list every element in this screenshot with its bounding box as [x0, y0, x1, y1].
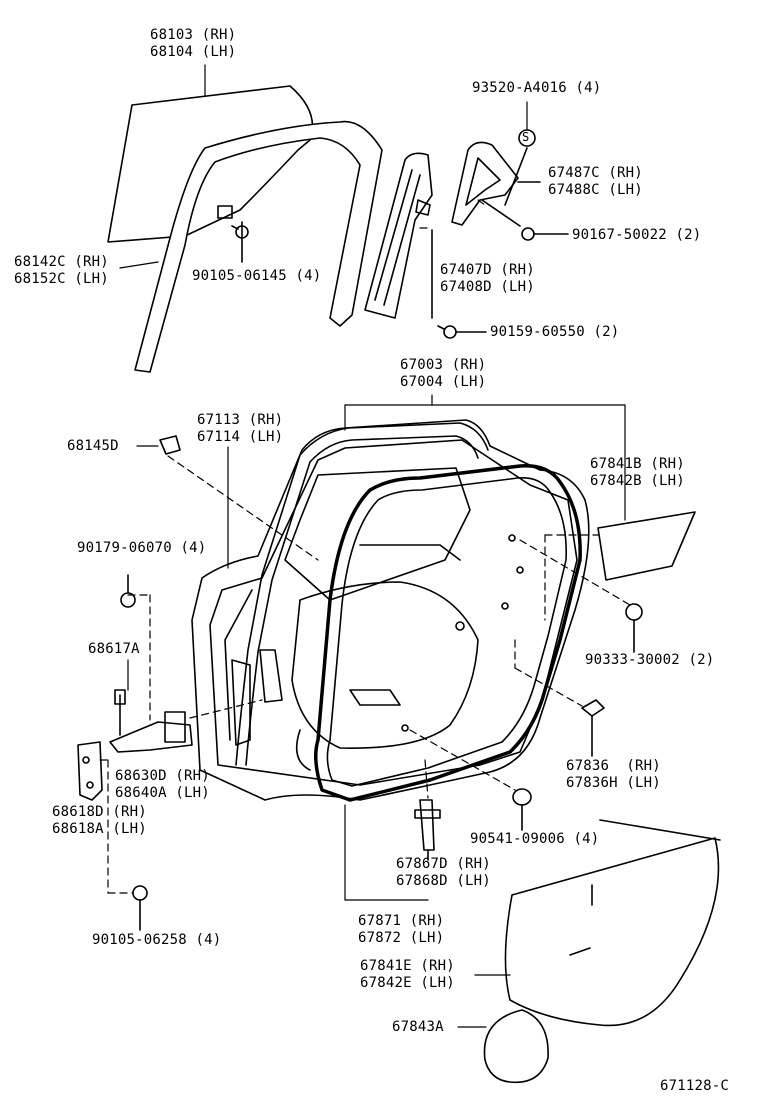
label-service-cover-lower-lh: 67842E (LH) — [360, 975, 455, 991]
label-door-panel: 67003 (RH) 67004 (LH) — [400, 357, 486, 391]
label-quarter-frame: 67487C (RH) 67488C (LH) — [548, 165, 643, 199]
label-run-channel-lh: 68152C (LH) — [14, 271, 109, 287]
label-service-cover-lower: 67841E (RH) 67842E (LH) — [360, 958, 455, 992]
label-service-cover-lower-rh: 67841E (RH) — [360, 958, 455, 974]
label-check-pin: 68617A — [88, 641, 140, 657]
division-bolt-drawing — [431, 229, 487, 339]
label-stopper-cushion: 68145D — [67, 438, 119, 454]
label-division-bolt: 90159-60550 (2) — [490, 324, 620, 340]
label-division-bar-rh: 67407D (RH) — [440, 262, 535, 278]
label-grommet-lh: 67836H (LH) — [566, 775, 661, 791]
label-grommet-rh: 67836 (RH) — [566, 758, 661, 774]
label-division-bar-lh: 67408D (LH) — [440, 279, 535, 295]
division-bar-drawing — [364, 152, 433, 319]
label-quarter-frame-rh: 67487C (RH) — [548, 165, 643, 181]
cover-pad-drawing — [483, 1009, 549, 1084]
label-door-panel-rh: 67003 (RH) — [400, 357, 487, 373]
label-window-glass-rh: 68103 (RH) — [150, 27, 237, 43]
door-hinge-drawing — [77, 741, 103, 801]
label-door-inner-seal: 67113 (RH) 67114 (LH) — [197, 412, 283, 446]
label-door-inner-seal-lh: 67114 (LH) — [197, 429, 284, 445]
figure-code: 671128-C — [660, 1078, 730, 1094]
label-screw-s: 93520-A4016 (4) — [472, 80, 602, 96]
label-door-hinge-lh: 68618A (LH) — [52, 821, 147, 837]
label-door-check-rh: 68630D (RH) — [115, 768, 210, 784]
door-panel-drawing — [191, 419, 590, 801]
label-weatherstrip: 67871 (RH) 67872 (LH) — [358, 913, 444, 947]
label-weatherstrip-rh: 67871 (RH) — [358, 913, 445, 929]
dashed-lines — [99, 199, 631, 894]
label-hinge-bolt-upper: 90179-06070 (4) — [77, 540, 207, 556]
label-grommet: 67836 (RH) 67836H (LH) — [566, 758, 661, 792]
label-quarter-frame-lh: 67488C (LH) — [548, 182, 643, 198]
weatherstrip-clip-drawing — [414, 799, 441, 861]
label-door-check-lh: 68640A (LH) — [115, 785, 210, 801]
label-quarter-bolt: 90167-50022 (2) — [572, 227, 702, 243]
screw-s-symbol: S — [522, 130, 530, 144]
label-weatherstrip-clip: 67867D (RH) 67868D (LH) — [396, 856, 491, 890]
label-window-glass-lh: 68104 (LH) — [150, 44, 237, 60]
plug-drawing — [625, 603, 643, 653]
label-glass-bolt: 90105-06145 (4) — [192, 268, 322, 284]
door-inner-seal-drawing — [235, 422, 489, 766]
label-weatherstrip-clip-lh: 67868D (LH) — [396, 873, 491, 889]
grommet-drawing — [581, 699, 605, 757]
leader-lines — [119, 64, 626, 1028]
weatherstrip-drawing — [314, 464, 582, 802]
label-plug: 90333-30002 (2) — [585, 652, 715, 668]
hinge-bolt-lower-drawing — [132, 885, 148, 931]
service-cover-upper-drawing — [597, 511, 696, 581]
label-plug-hole: 90541-09006 (4) — [470, 831, 600, 847]
label-weatherstrip-clip-rh: 67867D (RH) — [396, 856, 491, 872]
label-service-cover-upper-lh: 67842B (LH) — [590, 473, 685, 489]
label-hinge-bolt-lower: 90105-06258 (4) — [92, 932, 222, 948]
label-door-inner-seal-rh: 67113 (RH) — [197, 412, 284, 428]
service-cover-lower-drawing — [504, 819, 721, 1027]
label-window-glass: 68103 (RH) 68104 (LH) — [150, 27, 236, 61]
quarter-bolt-drawing — [481, 199, 569, 241]
label-service-cover-upper-rh: 67841B (RH) — [590, 456, 685, 472]
label-door-hinge-rh: 68618D (RH) — [52, 804, 147, 820]
hinge-bolt-upper-drawing — [120, 574, 136, 608]
label-division-bar: 67407D (RH) 67408D (LH) — [440, 262, 535, 296]
label-service-cover-upper: 67841B (RH) 67842B (LH) — [590, 456, 685, 490]
label-run-channel: 68142C (RH) 68152C (LH) — [14, 254, 109, 288]
label-door-panel-lh: 67004 (LH) — [400, 374, 487, 390]
stopper-cushion-drawing — [159, 435, 181, 455]
glass-bolt-drawing — [231, 221, 249, 263]
label-cover-pad: 67843A — [392, 1019, 444, 1035]
quarter-frame-drawing — [451, 129, 541, 226]
label-door-check: 68630D (RH) 68640A (LH) — [115, 768, 210, 802]
label-weatherstrip-lh: 67872 (LH) — [358, 930, 445, 946]
door-check-drawing — [109, 689, 193, 753]
label-run-channel-rh: 68142C (RH) — [14, 254, 109, 270]
label-door-hinge: 68618D (RH) 68618A (LH) — [52, 804, 147, 838]
run-channel-drawing — [134, 120, 383, 373]
plug-hole-drawing — [512, 788, 532, 831]
